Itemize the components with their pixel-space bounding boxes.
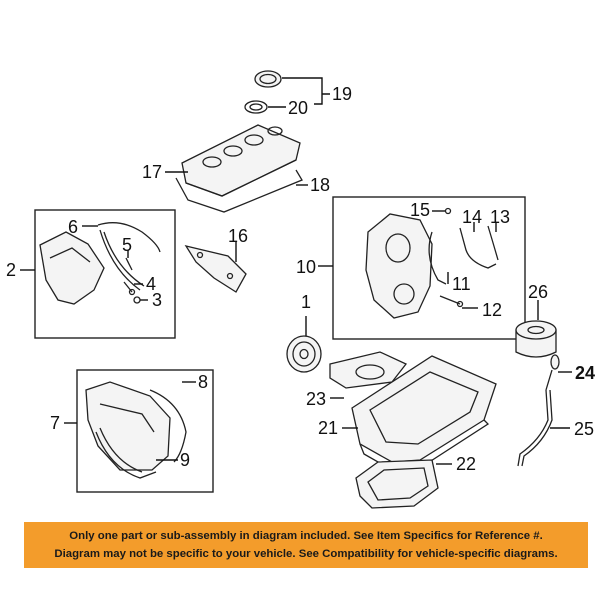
callout-21: 21 <box>318 418 338 438</box>
lower-cover-gasket <box>95 389 187 479</box>
callout-26: 26 <box>528 282 548 302</box>
callout-25: 25 <box>574 419 594 439</box>
callout-22: 22 <box>456 454 476 474</box>
callout-5: 5 <box>122 235 132 255</box>
reference-notice-banner: Only one part or sub-assembly in diagram… <box>24 522 588 568</box>
callout-19: 19 <box>332 84 352 104</box>
bolt-5 <box>125 257 133 271</box>
notice-line-1: Only one part or sub-assembly in diagram… <box>69 530 543 542</box>
clip-15 <box>444 207 452 215</box>
oil-filler-cap <box>254 70 282 88</box>
lower-timing-cover-box <box>76 369 214 493</box>
callout-18: 18 <box>310 175 330 195</box>
callout-16: 16 <box>228 226 248 246</box>
callout-23: 23 <box>306 389 326 409</box>
washer-3 <box>133 296 141 304</box>
timing-belt-cover-box <box>332 196 526 340</box>
callout-12: 12 <box>482 300 502 320</box>
callout-17: 17 <box>142 162 162 182</box>
sensor-12 <box>439 295 464 308</box>
callout-7: 7 <box>50 413 60 433</box>
notice-line-2: Diagram may not be specific to your vehi… <box>54 548 558 560</box>
lower-timing-cover <box>85 381 171 471</box>
oil-filter <box>515 320 557 358</box>
callout-13: 13 <box>490 207 510 227</box>
callout-9: 9 <box>180 450 190 470</box>
callout-15: 15 <box>410 200 430 220</box>
callout-11: 11 <box>452 274 471 294</box>
valve-cover <box>181 124 301 197</box>
callout-10: 10 <box>296 257 316 277</box>
valve-cover-gasket <box>175 169 303 213</box>
callout-1: 1 <box>301 292 311 312</box>
oil-pan-lower <box>355 459 439 509</box>
timing-belt-cover <box>365 213 433 319</box>
callout-4: 4 <box>146 274 156 294</box>
dipstick-tube-seal <box>428 225 499 285</box>
upper-timing-cover-box <box>34 209 176 339</box>
callout-3: 3 <box>152 290 162 310</box>
oil-dipstick <box>517 354 560 467</box>
callout-14: 14 <box>462 207 482 227</box>
callout-20: 20 <box>288 98 308 118</box>
engine-bracket <box>184 245 247 293</box>
crankshaft-pulley <box>286 335 322 373</box>
filler-cap-gasket <box>244 100 268 114</box>
timing-cover-seal <box>97 222 161 291</box>
bolt-4 <box>123 281 136 296</box>
callout-2: 2 <box>6 260 16 280</box>
callout-24: 24 <box>575 363 595 383</box>
callout-6: 6 <box>68 217 78 237</box>
upper-timing-cover <box>39 231 105 305</box>
callout-8: 8 <box>198 372 208 392</box>
